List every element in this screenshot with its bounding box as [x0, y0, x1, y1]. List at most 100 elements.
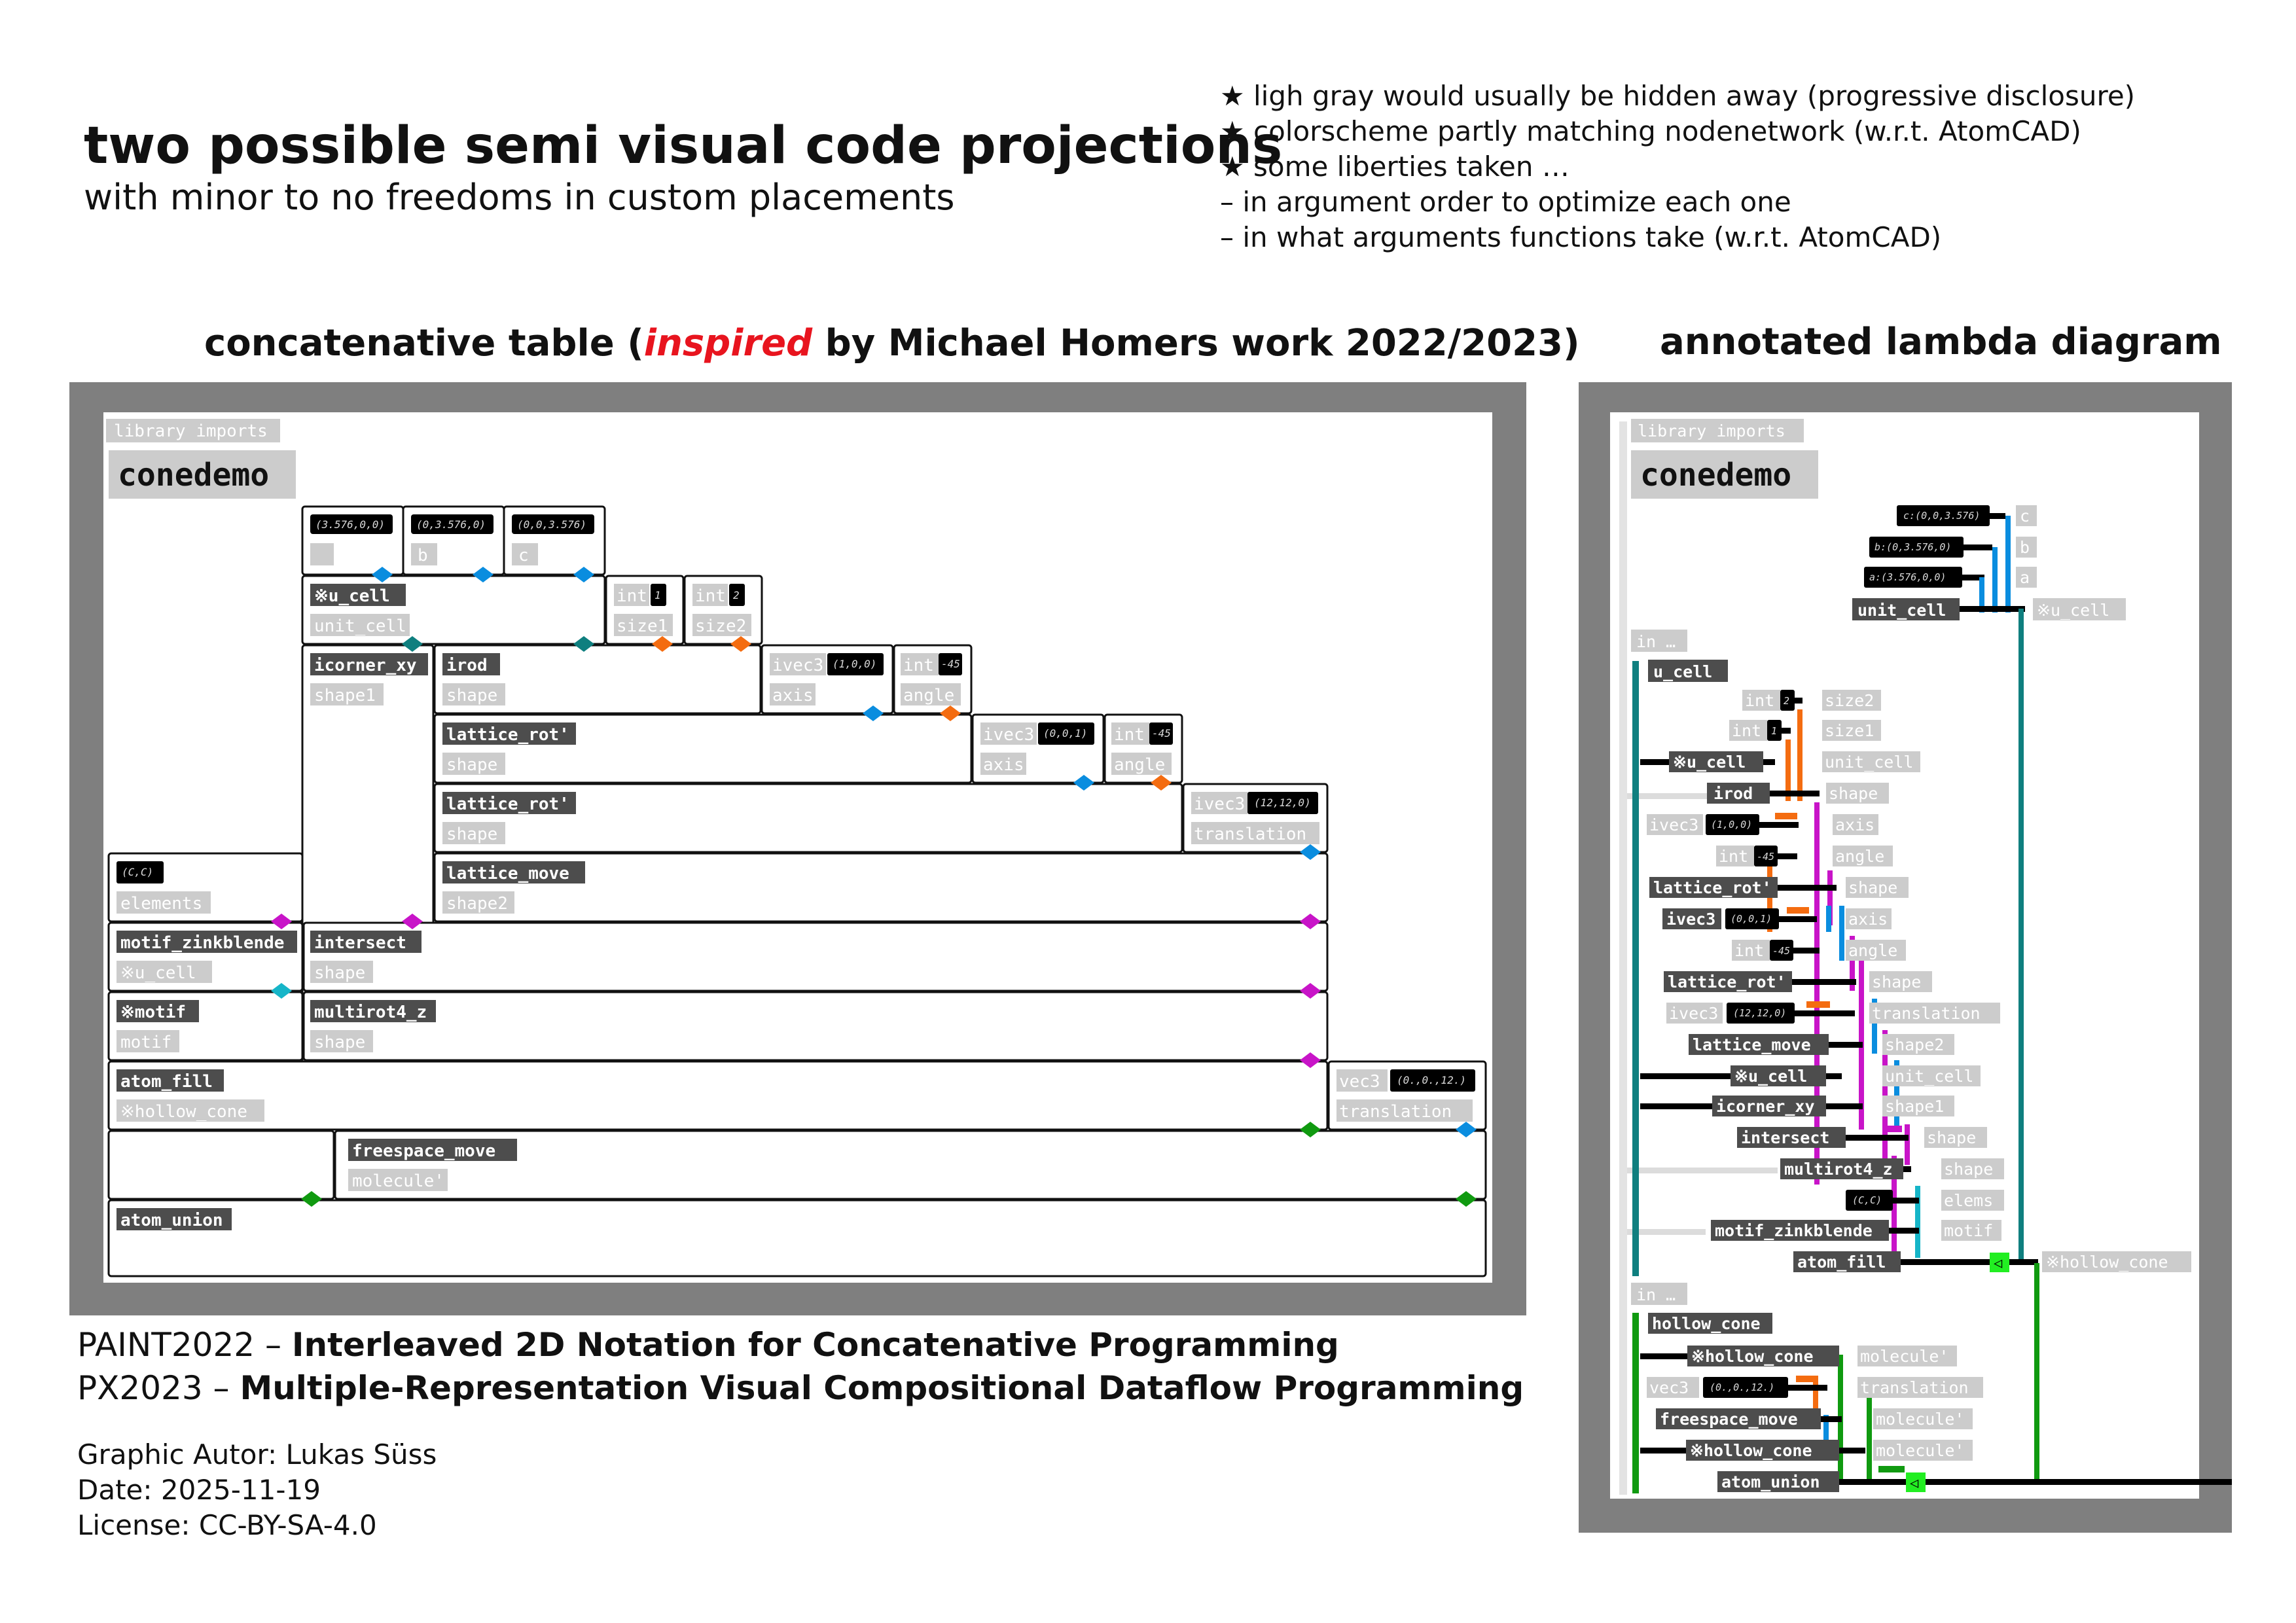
svg-text:lattice_rot': lattice_rot' [1668, 972, 1786, 991]
references: PAINT2022 – Interleaved 2D Notation for … [77, 1323, 1524, 1410]
svg-text:shape: shape [446, 686, 497, 705]
svg-text:int: int [1114, 725, 1145, 745]
svg-text:intersect: intersect [314, 933, 406, 953]
svg-text:molecule': molecule' [1876, 1410, 1964, 1429]
svg-text:translation: translation [1194, 825, 1306, 844]
svg-text:int: int [1732, 721, 1761, 740]
svg-text:2: 2 [1784, 695, 1789, 707]
svg-text:elements: elements [120, 894, 202, 914]
svg-text:angle: angle [1114, 755, 1165, 775]
svg-text:shape: shape [1944, 1160, 1993, 1179]
output-marker [1990, 1253, 2009, 1272]
svg-text:※hollow_cone: ※hollow_cone [1691, 1347, 1814, 1366]
svg-text:2: 2 [733, 589, 740, 601]
svg-text:axis: axis [983, 755, 1024, 775]
svg-text:unit_cell: unit_cell [314, 616, 406, 636]
svg-text:ivec3: ivec3 [1649, 815, 1698, 834]
table-cell [107, 1130, 335, 1200]
svg-text:shape1: shape1 [1885, 1097, 1944, 1116]
svg-text:size2: size2 [695, 616, 746, 636]
module-name: conedemo [1640, 457, 1791, 493]
svg-text:int: int [617, 586, 647, 606]
svg-text:a:(3.576,0,0): a:(3.576,0,0) [1869, 571, 1946, 583]
svg-text:shape: shape [1848, 878, 1897, 897]
svg-text:icorner_xy: icorner_xy [1716, 1097, 1815, 1116]
table-cell [107, 1060, 1329, 1131]
svg-text:◁: ◁ [1994, 1255, 2003, 1272]
svg-text:shape: shape [446, 755, 497, 775]
svg-text:lattice_move: lattice_move [1693, 1035, 1811, 1054]
svg-text:(1,0,0): (1,0,0) [1711, 819, 1752, 830]
module-name: conedemo [118, 457, 269, 493]
svg-text:(C,C): (C,C) [122, 866, 153, 878]
svg-text:translation: translation [1872, 1004, 1981, 1023]
svg-text:motif: motif [1944, 1221, 1993, 1240]
svg-text:size2: size2 [1825, 691, 1874, 710]
svg-text:shape: shape [314, 963, 365, 983]
svg-text:icorner_xy: icorner_xy [314, 656, 417, 675]
svg-text:ivec3: ivec3 [1666, 910, 1715, 929]
svg-text:(0.,0.,12.): (0.,0.,12.) [1710, 1382, 1774, 1393]
svg-text:shape2: shape2 [446, 894, 508, 914]
svg-text:int: int [903, 656, 934, 675]
svg-text:shape: shape [446, 825, 497, 844]
svg-text:int: int [695, 586, 726, 606]
port-diamonds [271, 567, 1477, 1207]
svg-text:※hollow_cone: ※hollow_cone [120, 1102, 247, 1122]
svg-text:lattice_rot': lattice_rot' [1653, 878, 1772, 897]
note-item: ★ ligh gray would usually be hidden away… [1220, 80, 2136, 112]
svg-text:ivec3: ivec3 [983, 725, 1034, 745]
svg-text:atom_fill: atom_fill [120, 1072, 213, 1092]
svg-text:※u_cell: ※u_cell [314, 586, 390, 606]
svg-text:unit_cell: unit_cell [1825, 753, 1913, 772]
left-section-title: concatenative table (inspired by Michael… [204, 322, 1580, 365]
svg-text:freespace_move: freespace_move [352, 1141, 495, 1161]
svg-text:molecule': molecule' [1876, 1441, 1964, 1460]
table-cell [107, 1199, 1487, 1277]
svg-text:※hollow_cone: ※hollow_cone [2046, 1253, 2168, 1272]
svg-text:※motif: ※motif [120, 1003, 186, 1022]
svg-text:unit_cell: unit_cell [1857, 601, 1946, 620]
svg-text:in …: in … [1636, 632, 1676, 651]
svg-text:c: c [2020, 507, 2030, 526]
library-imports-label: library imports [1638, 421, 1785, 440]
svg-text:b: b [418, 546, 428, 565]
svg-text:angle: angle [903, 686, 954, 705]
svg-text:vec3: vec3 [1339, 1072, 1380, 1092]
credit-license: License: CC-BY-SA-4.0 [77, 1509, 377, 1541]
library-imports-badge [106, 419, 280, 442]
svg-text:motif_zinkblende: motif_zinkblende [120, 933, 284, 953]
table-cell [334, 1130, 1487, 1200]
svg-text:multirot4_z: multirot4_z [1784, 1160, 1893, 1179]
svg-text:motif_zinkblende: motif_zinkblende [1715, 1221, 1873, 1240]
svg-text:freespace_move: freespace_move [1660, 1410, 1798, 1429]
module-badge [109, 450, 296, 499]
svg-text:irod: irod [1713, 784, 1753, 803]
table-cell [302, 921, 1329, 992]
svg-text:vec3: vec3 [1649, 1378, 1689, 1397]
svg-text:-45: -45 [1152, 727, 1171, 740]
svg-text:int: int [1745, 691, 1774, 710]
svg-text:-45: -45 [1772, 945, 1790, 957]
output-marker [1906, 1472, 1926, 1492]
svg-text:c:(0,0,3.576): c:(0,0,3.576) [1903, 510, 1980, 522]
table-cell [433, 852, 1329, 923]
table-cell [433, 783, 1183, 853]
svg-text:(0.,0.,12.): (0.,0.,12.) [1397, 1074, 1466, 1086]
svg-text:c: c [518, 546, 529, 565]
svg-text:※hollow_cone: ※hollow_cone [1690, 1441, 1812, 1460]
svg-text:angle: angle [1835, 847, 1884, 866]
svg-text:lattice_move: lattice_move [446, 864, 569, 883]
vector-value: (0,0,3.576) [517, 518, 586, 531]
svg-text:in …: in … [1636, 1285, 1676, 1304]
svg-text:size1: size1 [1825, 721, 1874, 740]
note-item: ★ colorscheme partly matching nodenetwor… [1220, 115, 2081, 147]
svg-text:ivec3: ivec3 [1669, 1004, 1718, 1023]
vector-value: (0,3.576,0) [416, 518, 486, 531]
svg-text:translation: translation [1860, 1378, 1969, 1397]
svg-text:lattice_rot': lattice_rot' [446, 794, 569, 814]
svg-text:axis: axis [772, 686, 814, 705]
reference-item: PX2023 – Multiple-Representation Visual … [77, 1369, 1524, 1407]
svg-text:1: 1 [655, 589, 661, 601]
